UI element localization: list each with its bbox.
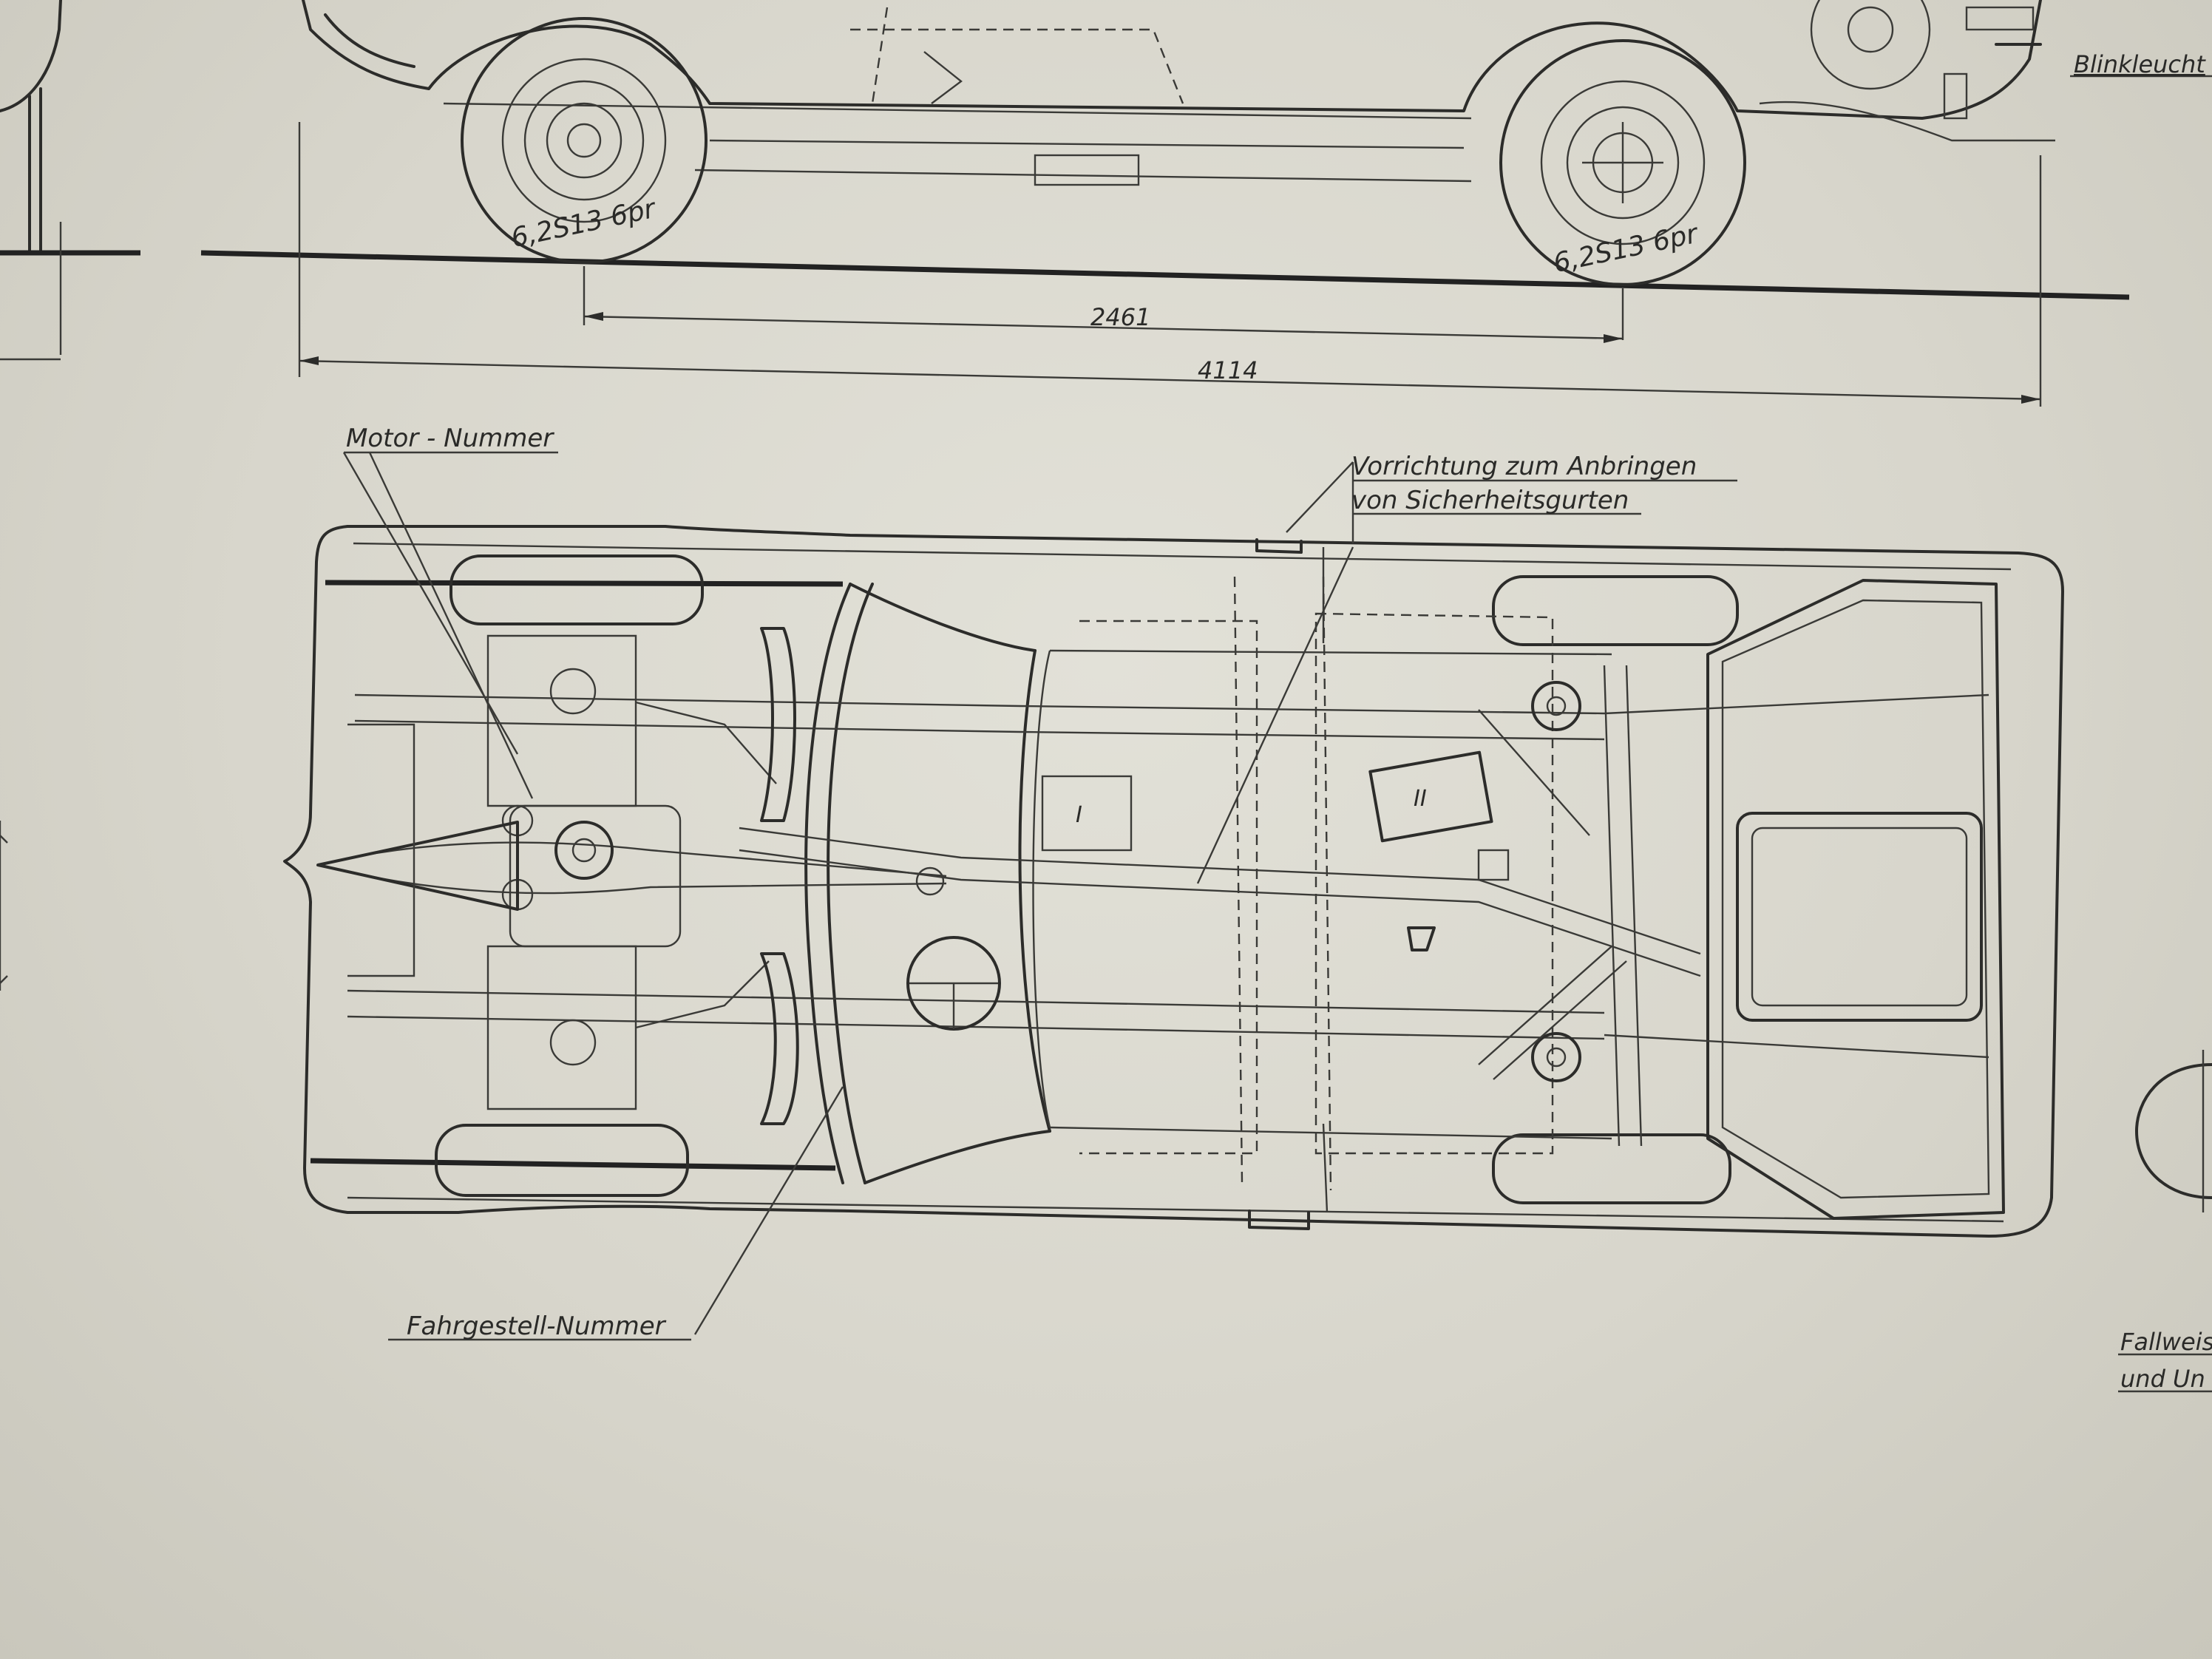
right-detail [0,821,2212,1212]
component-i-label: I [1076,802,1082,828]
steering-wheel [906,936,1001,1031]
side-elevation [0,0,2130,407]
box-i [1041,775,1133,852]
front-wheel [461,17,708,264]
fallweise-label-line2: und Un [2120,1365,2205,1393]
rear-wheel [1499,39,1746,286]
seatbelt-label-line2: von Sicherheitsgurten [1351,486,1629,515]
fallweise-label-line1: Fallweis [2120,1328,2212,1356]
seatbelt-label-line1: Vorrichtung zum Anbringen [1351,452,1697,481]
length-dimension: 4114 [1198,356,1258,384]
engine [316,634,682,1110]
fahrgestell-nummer-label: Fahrgestell-Nummer [407,1312,667,1341]
motor-nummer-label: Motor - Nummer [346,424,554,453]
box-ii [1368,750,1493,843]
component-ii-label: II [1414,786,1427,812]
wheelbase-dimension: 2461 [1090,303,1150,331]
blinkleuchte-label: Blinkleucht [2074,50,2206,78]
plan-view [283,75,2212,1393]
